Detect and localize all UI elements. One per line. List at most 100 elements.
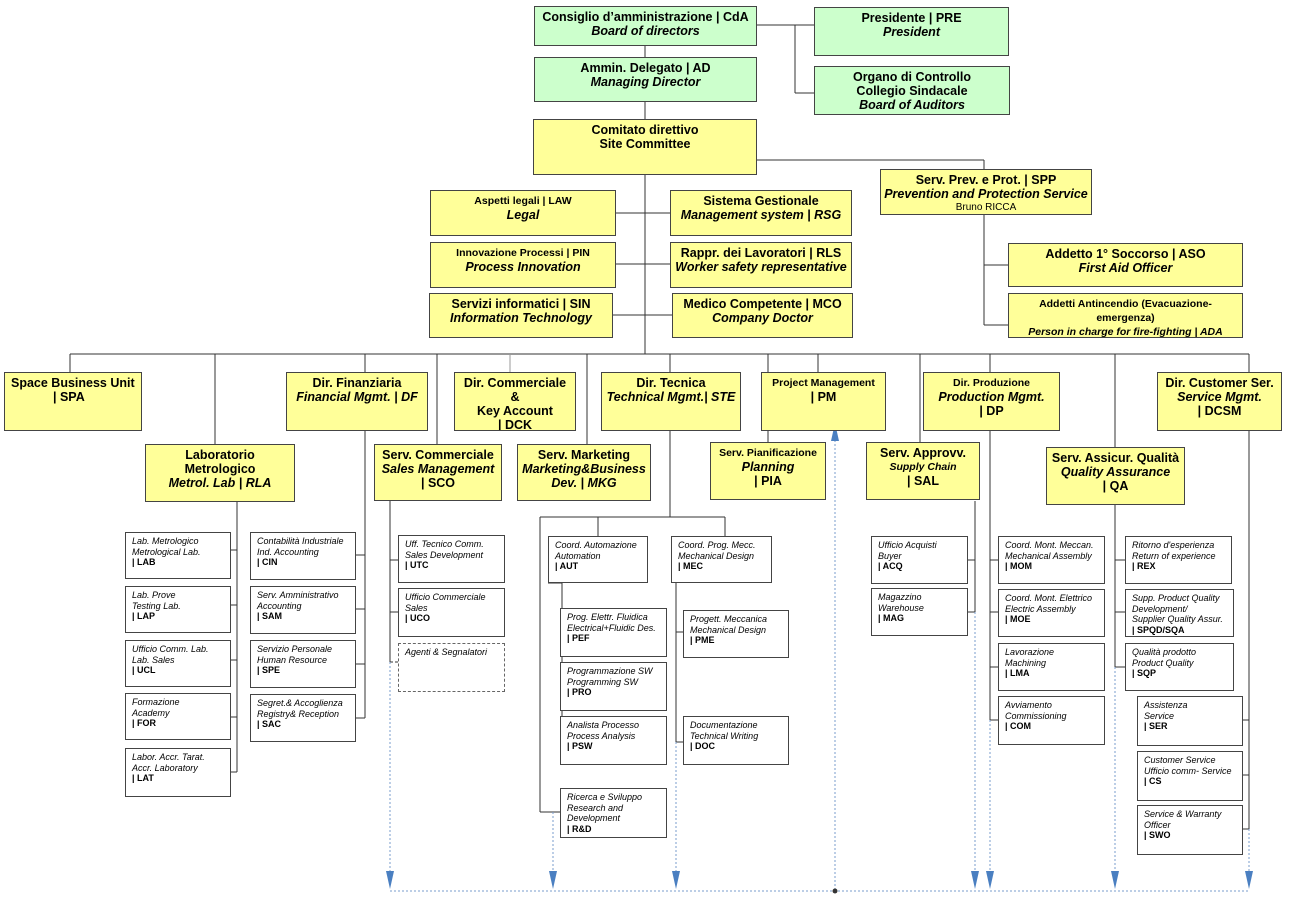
unit-spe-line1: Servizio Personale <box>257 644 333 654</box>
node-sin: Servizi informatici | SIN Information Te… <box>429 293 613 338</box>
unit-psw-line2: Process Analysis <box>567 730 636 741</box>
node-dp: Dir. Produzione Production Mgmt. | DP <box>923 372 1060 431</box>
unit-lma-code: | LMA <box>1005 668 1030 678</box>
node-dck: Dir. Commerciale & Key Account | DCK <box>454 372 576 431</box>
node-pm-code: | PM <box>810 390 837 404</box>
unit-spqd-line1: Supp. Product Quality <box>1132 593 1220 603</box>
node-qa-title: Serv. Assicur. Qualità <box>1051 451 1180 465</box>
unit-lab-line2: Metrological Lab. <box>132 546 201 557</box>
node-comitato-subtitle: Site Committee <box>599 137 691 151</box>
node-sin-subtitle: Information Technology <box>450 311 592 325</box>
unit-rex-line1: Ritorno d'esperienza <box>1132 540 1215 550</box>
node-mkg: Serv. Marketing Marketing&Business Dev. … <box>517 444 651 501</box>
node-pre: Presidente | PRE President <box>814 7 1009 56</box>
unit-lap-code: | LAP <box>132 611 156 621</box>
node-dck-code: | DCK <box>497 418 533 431</box>
unit-lap-line1: Lab. Prove <box>132 590 176 600</box>
unit-sqp-code: | SQP <box>1132 668 1157 678</box>
unit-rd-code: | R&D <box>567 823 592 834</box>
node-ad-subtitle: Managing Director <box>590 75 701 89</box>
unit-for-line2: Academy <box>132 707 170 718</box>
unit-mec-line2: Mechanical Design <box>678 550 755 561</box>
node-rla: Laboratorio Metrologico Metrol. Lab | RL… <box>145 444 295 502</box>
node-df-title: Dir. Finanziaria <box>312 376 402 390</box>
unit-lma: Lavorazione Machining | LMA <box>998 643 1105 691</box>
node-sco-subtitle: Sales Management <box>381 462 495 476</box>
unit-sqp: Qualità prodotto Product Quality | SQP <box>1125 643 1234 691</box>
unit-utc-line2: Sales Development <box>405 549 484 560</box>
node-ada-title: Addetti Antincendio (Evacuazione-emergen… <box>1039 298 1212 324</box>
node-ctrl: Organo di Controllo Collegio Sindacale B… <box>814 66 1010 115</box>
unit-pro-line2: Programming SW <box>567 676 639 687</box>
node-pm: Project Management | PM <box>761 372 886 431</box>
node-pre-subtitle: President <box>883 25 940 39</box>
unit-com-code: | COM <box>1005 721 1032 731</box>
node-cda: Consiglio d’amministrazione | CdA Board … <box>534 6 757 46</box>
unit-mec-code: | MEC <box>678 561 704 571</box>
unit-rex-code: | REX <box>1132 561 1156 571</box>
unit-aut-code: | AUT <box>555 561 579 571</box>
unit-sqp-line1: Qualità prodotto <box>1132 647 1197 657</box>
unit-cin-code: | CIN <box>257 557 278 567</box>
arrow-down-icon <box>971 871 979 889</box>
unit-moe-line1: Coord. Mont. Elettrico <box>1005 593 1093 603</box>
node-pia-code: | PIA <box>754 474 782 488</box>
arrow-down-icon <box>386 871 394 889</box>
node-dck-title: Dir. Commerciale & <box>463 376 567 404</box>
node-rla-subtitle: Metrol. Lab | RLA <box>168 476 272 490</box>
node-sal-code: | SAL <box>907 474 939 488</box>
node-ste-title: Dir. Tecnica <box>636 376 706 390</box>
unit-acq-code: | ACQ <box>878 561 903 571</box>
unit-pef-code: | PEF <box>567 633 590 643</box>
arrow-down-icon <box>672 871 680 889</box>
unit-mag-line1: Magazzino <box>878 592 922 602</box>
unit-pme-line1: Progett. Meccanica <box>690 614 768 624</box>
unit-uco-code: | UCO <box>405 613 431 623</box>
node-aso-title: Addetto 1° Soccorso | ASO <box>1045 247 1206 261</box>
unit-pme: Progett. Meccanica Mechanical Design | P… <box>683 610 789 658</box>
unit-rd-line3: Development <box>567 813 621 823</box>
unit-cs-line2: Ufficio comm- Service <box>1144 765 1232 776</box>
node-aso: Addetto 1° Soccorso | ASO First Aid Offi… <box>1008 243 1243 287</box>
unit-mom-code: | MOM <box>1005 561 1033 571</box>
unit-lap: Lab. Prove Testing Lab. | LAP <box>125 586 231 633</box>
unit-sac-line1: Segret.& Accoglienza <box>257 698 343 708</box>
unit-spe-code: | SPE <box>257 665 281 675</box>
unit-moe-line2: Electric Assembly <box>1005 603 1076 614</box>
node-mco-subtitle: Company Doctor <box>712 311 813 325</box>
unit-cin-line1: Contabilità Industriale <box>257 536 344 546</box>
unit-swo: Service & Warranty Officer | SWO <box>1137 805 1243 855</box>
unit-pme-code: | PME <box>690 635 715 645</box>
unit-lab-line1: Lab. Metrologico <box>132 536 199 546</box>
unit-mag-line2: Warehouse <box>878 602 924 613</box>
unit-ucl-line2: Lab. Sales <box>132 654 175 665</box>
unit-pef: Prog. Elettr. Fluidica Electrical+Fluidi… <box>560 608 667 657</box>
arrow-down-icon <box>1245 871 1253 889</box>
node-pin: Innovazione Processi | PIN Process Innov… <box>430 242 616 288</box>
unit-psw: Analista Processo Process Analysis | PSW <box>560 716 667 765</box>
unit-pme-line2: Mechanical Design <box>690 624 767 635</box>
unit-mec: Coord. Prog. Mecc. Mechanical Design | M… <box>671 536 772 583</box>
unit-swo-line1: Service & Warranty <box>1144 809 1222 819</box>
unit-sam-line2: Accounting <box>257 600 302 611</box>
node-spa-code: | SPA <box>53 390 85 404</box>
node-rsg-subtitle: Management system | RSG <box>680 208 842 222</box>
node-sal-title: Serv. Approvv. <box>880 446 966 460</box>
node-dp-subtitle: Production Mgmt. <box>938 390 1045 404</box>
unit-mom-line1: Coord. Mont. Meccan. <box>1005 540 1094 550</box>
unit-uco-line1: Ufficio Commerciale <box>405 592 486 602</box>
node-law-subtitle: Legal <box>506 208 540 222</box>
node-mco: Medico Competente | MCO Company Doctor <box>672 293 853 338</box>
unit-utc-line1: Uff. Tecnico Comm. <box>405 539 484 549</box>
unit-rd-line2: Research and <box>567 802 624 813</box>
unit-sam-code: | SAM <box>257 611 283 621</box>
unit-doc-line1: Documentazione <box>690 720 758 730</box>
node-dp-title: Dir. Produzione <box>952 377 1030 389</box>
node-pre-title: Presidente | PRE <box>861 11 962 25</box>
unit-agenti: Agenti & Segnalatori <box>398 643 505 692</box>
node-pin-subtitle: Process Innovation <box>465 260 581 274</box>
node-cda-title: Consiglio d’amministrazione | CdA <box>542 10 749 24</box>
node-qa: Serv. Assicur. Qualità Quality Assurance… <box>1046 447 1185 505</box>
node-aso-subtitle: First Aid Officer <box>1078 261 1173 275</box>
